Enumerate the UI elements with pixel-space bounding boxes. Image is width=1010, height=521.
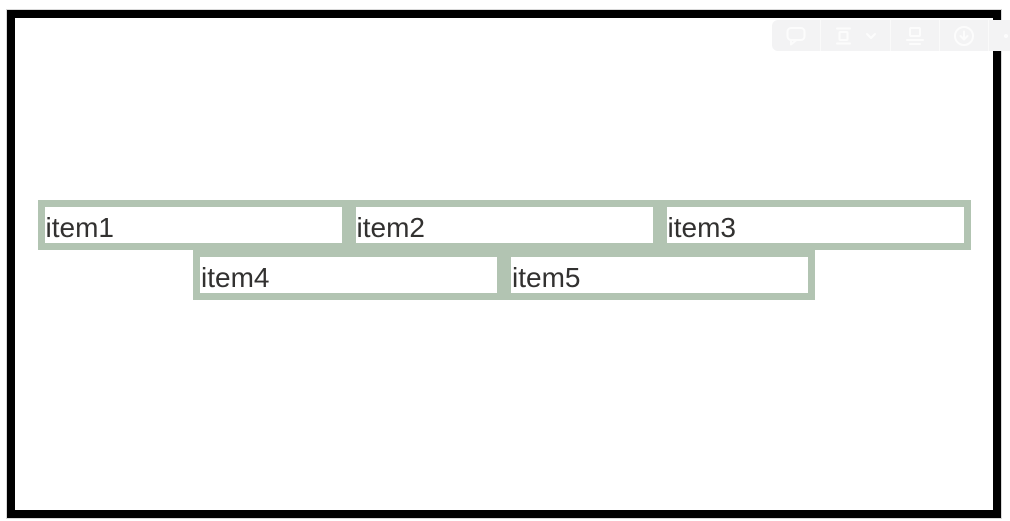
list-item-label: item5 <box>512 262 581 293</box>
comment-icon <box>784 24 808 48</box>
more-button[interactable] <box>988 20 1010 51</box>
reading-bar-icon <box>903 24 927 48</box>
list-item: item2 <box>348 200 660 250</box>
download-button[interactable] <box>939 20 988 51</box>
floating-toolbar <box>772 20 1010 51</box>
list-item: item5 <box>504 250 815 300</box>
list-item: item1 <box>37 200 349 250</box>
list-item-label: item4 <box>201 262 270 293</box>
chevron-down-icon <box>864 29 878 43</box>
page-frame: item1 item2 item3 item4 item5 <box>7 10 1001 518</box>
list-item-label: item2 <box>356 212 425 243</box>
download-icon <box>952 24 976 48</box>
item-list: item1 item2 item3 item4 item5 <box>15 200 993 300</box>
reading-bar-button[interactable] <box>890 20 939 51</box>
text-layout-button[interactable] <box>820 20 890 51</box>
list-item: item3 <box>659 200 971 250</box>
comment-button[interactable] <box>772 20 820 51</box>
list-item: item4 <box>193 250 504 300</box>
list-item-label: item1 <box>45 212 114 243</box>
list-item-label: item3 <box>667 212 736 243</box>
text-layout-icon <box>833 24 857 48</box>
more-icon <box>1001 24 1010 48</box>
